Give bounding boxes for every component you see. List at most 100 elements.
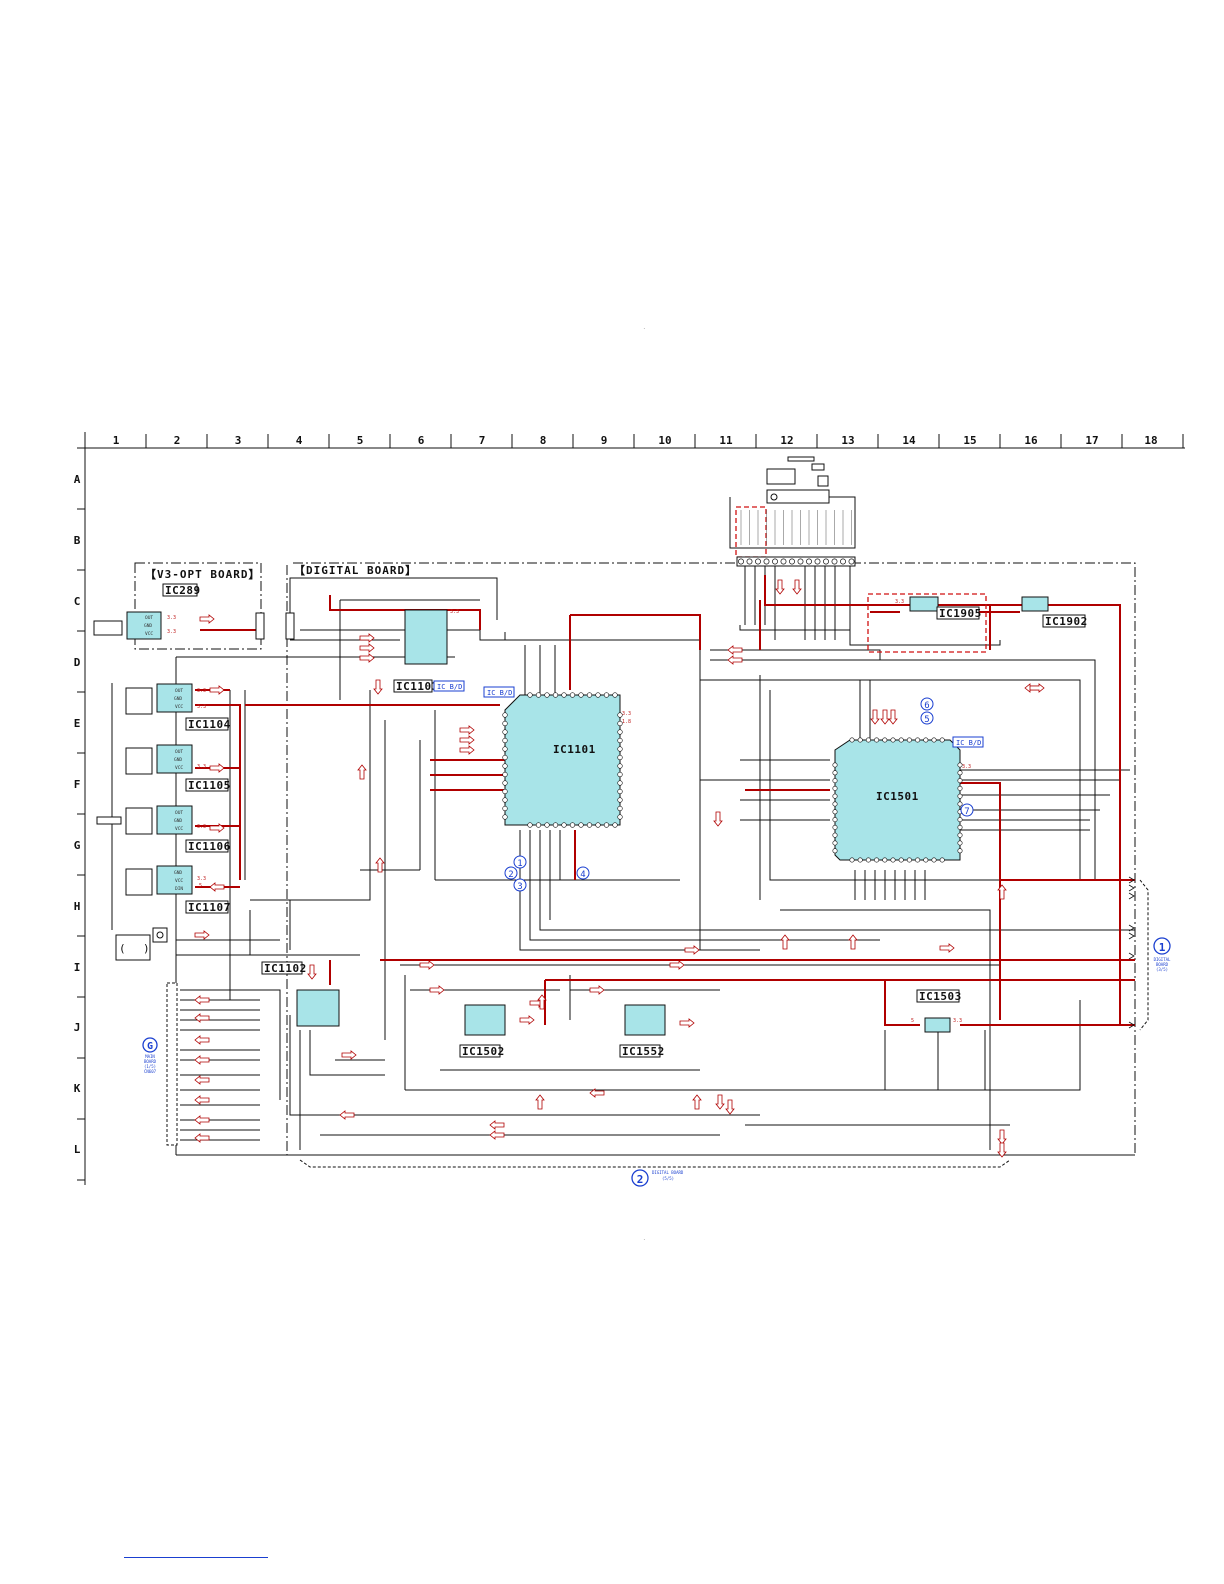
col-label: 8 [540, 434, 547, 447]
ic289-block: OUT GND VCC IC289 [93, 583, 295, 640]
ic1501-pin-bottom [923, 857, 929, 863]
ic1501-pin-bottom [898, 857, 904, 863]
marker-7: 7 [964, 807, 969, 817]
col-label: 12 [780, 434, 793, 447]
ic1101-pin-right [617, 780, 623, 786]
signal-arrow-horizontal [194, 1035, 210, 1045]
col-label: 2 [174, 434, 181, 447]
row-label: C [74, 595, 81, 608]
voltage-label: 3.3 [197, 688, 206, 694]
ic1104-pin-vcc: VCC [175, 704, 183, 710]
row-label: F [74, 778, 81, 791]
ic1107-block: GND VCC DIN IC1107 [125, 865, 230, 914]
ic1105-pin-gnd: GND [174, 757, 182, 763]
ic1501-pin-right [957, 785, 963, 791]
ic1101-pin-right [617, 737, 623, 744]
ic1101-pin-top [578, 692, 584, 698]
voltage-label: 3.3 [962, 764, 971, 770]
marker-5: 5 [924, 715, 929, 725]
voltage-label: 3.3 [953, 1018, 962, 1024]
chevron-right-icon [1128, 952, 1135, 960]
signal-arrow-vertical [537, 994, 547, 1010]
ic1552-block: IC1552 [619, 1004, 666, 1058]
marker-3: 3 [517, 882, 522, 892]
ic1501-pin-top [906, 737, 912, 743]
signal-arrow-vertical [725, 1099, 735, 1115]
voltage-label: 3.3 [895, 599, 904, 605]
ic1503-label: IC1503 [919, 990, 962, 1003]
ic1101-pin-right [617, 754, 623, 761]
page-mark-bottom: . [643, 1236, 645, 1241]
ic1107-pin-din: DIN [175, 886, 183, 892]
signal-arrow-vertical [848, 934, 858, 950]
ic1103-icbd-tag: IC B/D [437, 683, 462, 691]
ic1501-pin-bottom [939, 857, 945, 863]
signal-arrow-horizontal [194, 930, 210, 940]
v3-opt-board-title: 【V3-OPT BOARD】 [145, 568, 260, 581]
signal-arrow-horizontal [939, 943, 955, 953]
top-connector-block [729, 456, 856, 567]
voltage-label: 5 [199, 883, 202, 889]
connector-pin [840, 558, 846, 565]
ic1101-pin-left [502, 729, 508, 735]
ic1101-pin-right [617, 805, 623, 812]
connector-pin [755, 558, 761, 565]
ic1101-pin-bottom [578, 822, 584, 828]
ic1105-pin-out: OUT [175, 749, 183, 755]
voltage-label: 3.3 [622, 711, 631, 717]
ic1101-pin-top [535, 692, 542, 698]
ic1104-block: OUT GND VCC IC1104 [125, 683, 230, 731]
row-label: L [74, 1143, 81, 1156]
signal-arrow-horizontal [489, 1120, 505, 1130]
ic1501-pin-left [832, 817, 838, 823]
signal-arrow-horizontal [209, 823, 225, 833]
main-board-connector: G MAIN BOARD (1/5) CN607 [142, 982, 178, 1146]
digital-board-1-label-1: DIGITAL [1154, 957, 1171, 962]
signal-arrow-horizontal [341, 1050, 357, 1060]
ic1902-label: IC1902 [1045, 615, 1088, 628]
chevron-right-icon [1128, 932, 1135, 940]
ic1501-pin-left [832, 832, 838, 838]
ic1101-pin-top [603, 692, 610, 698]
ic1102-label: IC1102 [264, 962, 307, 975]
ic1101-pin-left [502, 805, 508, 812]
signal-arrow-horizontal [589, 985, 605, 995]
signal-arrow-vertical [792, 579, 802, 595]
digital-board-title: 【DIGITAL BOARD】 [294, 564, 417, 577]
ic1501-pin-top [898, 737, 904, 743]
signal-arrow-horizontal [209, 763, 225, 773]
ic1501-pin-left [832, 778, 838, 784]
left-component [96, 816, 122, 825]
signal-arrow-horizontal [679, 1018, 695, 1028]
ic1101-pin-top [595, 692, 601, 698]
signal-arrow-horizontal [209, 685, 225, 695]
main-board-marker: G [147, 1041, 153, 1052]
ic1502-block: IC1502 [459, 1004, 506, 1058]
row-label: J [74, 1021, 81, 1034]
ic1101-pin-right [617, 746, 623, 752]
connector-pin [831, 558, 838, 565]
ic1501-pin-right [957, 832, 963, 838]
marker-1: 1 [517, 859, 522, 869]
chevron-right-icon [1128, 1021, 1135, 1029]
marker-6: 6 [924, 701, 929, 711]
chevron-right-icon [1128, 884, 1135, 892]
col-label: 16 [1024, 434, 1038, 447]
waveform-markers: 1 2 3 4 5 6 7 [504, 697, 974, 892]
signal-arrow-horizontal [209, 882, 225, 892]
signal-arrow-vertical [888, 709, 898, 725]
digital-board-2-label-2: (5/5) [662, 1176, 674, 1181]
ic1902-block: IC1902 [1021, 596, 1088, 628]
ic1501-pin-left [832, 809, 838, 815]
voltage-label: 3.3 [197, 824, 206, 830]
ic1101-pin-bottom [569, 822, 576, 828]
digital-board-1-label-2: BOARD [1156, 962, 1169, 967]
ic1104-pin-gnd: GND [174, 696, 182, 702]
row-label: A [74, 473, 81, 486]
signal-arrow-horizontal [459, 745, 475, 755]
signal-arrow-horizontal [519, 1015, 535, 1025]
ic1501-pin-bottom [849, 857, 855, 863]
marker-2: 2 [508, 870, 513, 880]
chevron-right-icon [1128, 924, 1135, 932]
row-label: D [74, 656, 81, 669]
